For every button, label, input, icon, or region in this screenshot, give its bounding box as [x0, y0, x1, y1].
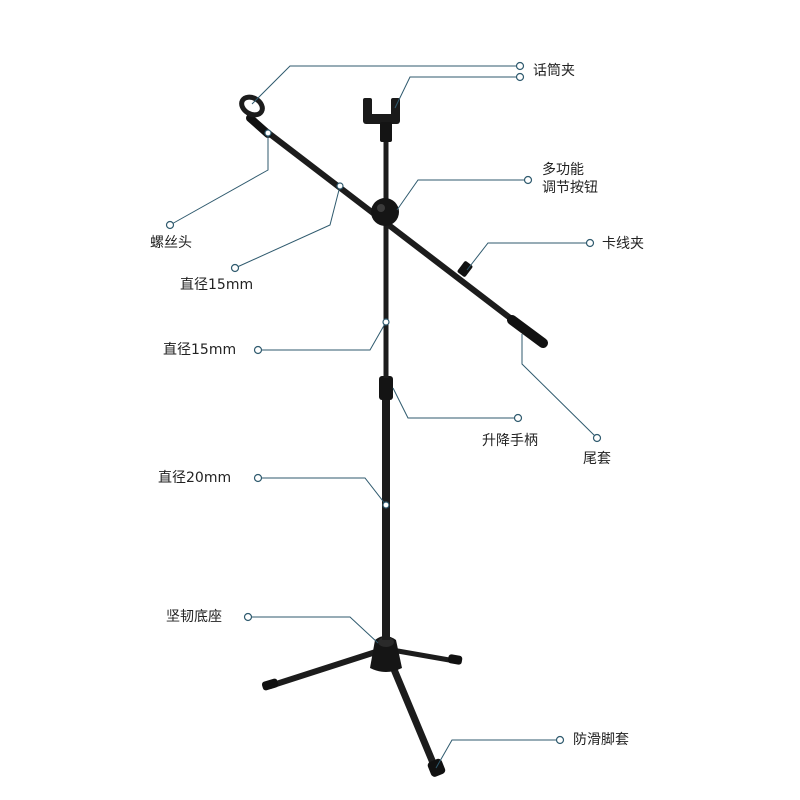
tripod-leg-left — [267, 647, 385, 689]
label-base: 坚韧底座 — [166, 609, 222, 625]
label-boom-diameter: 直径15mm — [180, 277, 254, 293]
base-hub — [370, 636, 402, 672]
top-mic-clip — [363, 98, 400, 142]
leader-mic-clip-top — [394, 76, 520, 109]
label-multi-knob: 多功能 调节按钮 — [542, 161, 598, 197]
multi-knob-part — [371, 198, 399, 226]
leader-cable-clip — [466, 242, 590, 271]
leader-lines — [165, 61, 602, 769]
leader-multi-knob — [396, 179, 528, 211]
label-multi-knob-line1: 多功能 — [542, 162, 584, 178]
mic-stand — [239, 94, 548, 777]
boom-tail-cap — [507, 315, 548, 348]
tripod-leg-front — [384, 651, 440, 774]
leader-mic-clip-boom — [251, 65, 520, 105]
label-foot-cover: 防滑脚套 — [573, 732, 629, 748]
boom-arm — [259, 125, 521, 327]
label-cable-clip: 卡线夹 — [602, 236, 644, 252]
leader-lift-handle — [392, 387, 518, 419]
leader-lower-pole-diameter — [258, 477, 387, 506]
leader-upper-pole-diameter — [258, 321, 387, 351]
label-multi-knob-line2: 调节按钮 — [542, 180, 598, 196]
foot-cover-right — [447, 654, 463, 665]
leader-tail-cap — [521, 334, 598, 439]
leader-screw-head — [169, 133, 269, 226]
leader-foot-cover — [435, 739, 560, 769]
lift-handle-collar — [379, 376, 393, 400]
cable-clip-part — [457, 261, 473, 277]
leader-boom-diameter — [234, 185, 341, 269]
label-upper-pole-diameter: 直径15mm — [163, 342, 237, 358]
label-screw-head: 螺丝头 — [150, 235, 192, 251]
leader-base — [248, 616, 379, 644]
foot-cover-left — [261, 678, 279, 691]
label-lift-handle: 升降手柄 — [482, 433, 538, 449]
tripod-leg-right — [389, 647, 458, 664]
label-mic-clip: 话筒夹 — [533, 63, 575, 79]
boom-mic-clip — [239, 94, 265, 118]
label-tail-cap: 尾套 — [583, 451, 611, 467]
label-lower-pole-diameter: 直径20mm — [158, 470, 232, 486]
